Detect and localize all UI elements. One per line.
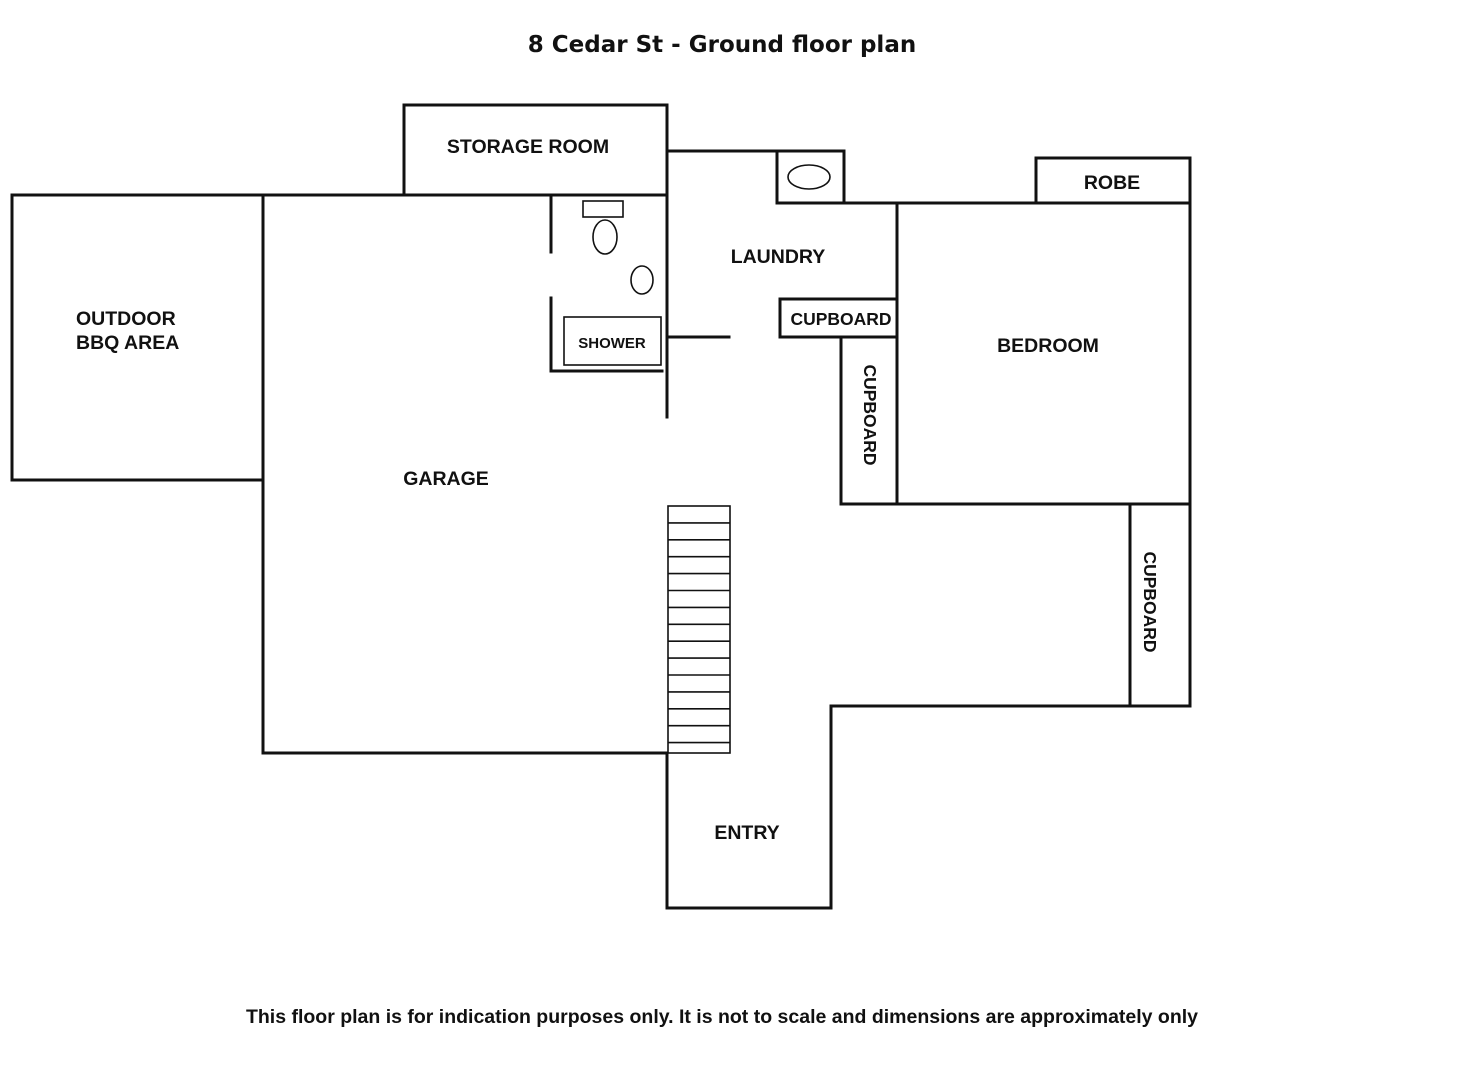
shower-label: SHOWER	[578, 335, 646, 352]
laundry-tub-icon	[787, 164, 831, 190]
garage-outer-wall	[261, 193, 669, 755]
bedroom-outline	[895, 201, 1192, 506]
laundry-label: LAUNDRY	[731, 246, 826, 268]
hall-cupboard-label: CUPBOARD	[1140, 551, 1160, 652]
outdoor-label-line1: OUTDOOR	[76, 308, 176, 330]
garage-label: GARAGE	[403, 468, 489, 490]
bathroom-wall-lower	[549, 296, 664, 373]
staircase	[667, 505, 731, 754]
entry-label: ENTRY	[714, 822, 779, 844]
plan-title: 8 Cedar St - Ground floor plan	[527, 32, 917, 58]
toilet-cistern-icon	[582, 200, 624, 218]
robe-label: ROBE	[1084, 172, 1140, 194]
outdoor-label-line2: BBQ AREA	[76, 332, 179, 354]
toilet-bowl-icon	[592, 219, 618, 255]
disclaimer-text: This floor plan is for indication purpos…	[245, 1006, 1199, 1028]
laundry-tub-alcove	[775, 149, 846, 205]
bedroom-label: BEDROOM	[997, 335, 1099, 357]
side-cupboard-outline	[839, 335, 899, 506]
hall-entry-outline	[665, 502, 1192, 910]
storage-room-label: STORAGE ROOM	[447, 136, 609, 158]
stair-frame	[667, 505, 731, 754]
basin-icon	[630, 265, 654, 295]
side-cupboard-label: CUPBOARD	[860, 364, 880, 465]
shower-base-icon	[563, 316, 662, 366]
laundry-cupboard-outline	[778, 297, 899, 339]
stair-treads	[668, 522, 730, 744]
laundry-cupboard-label: CUPBOARD	[790, 309, 891, 329]
